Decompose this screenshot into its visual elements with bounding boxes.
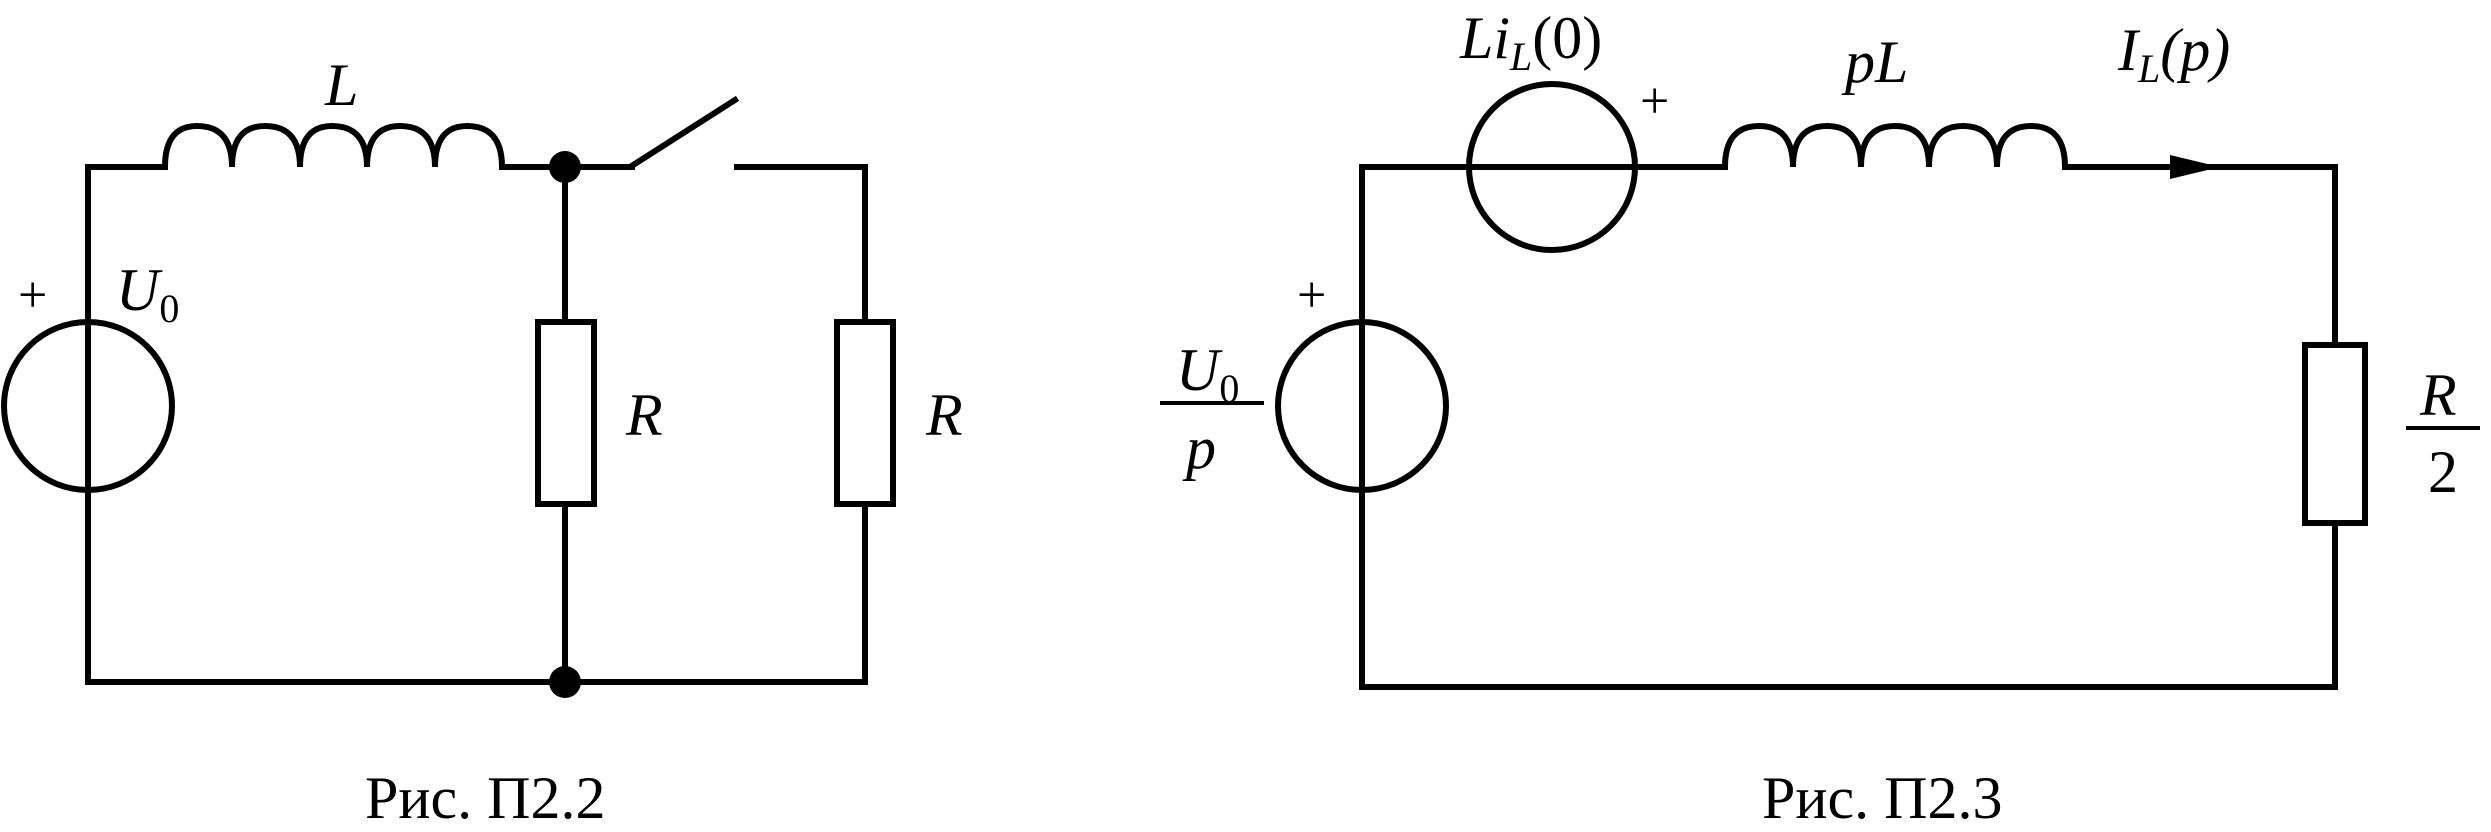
inductor-pL [1721, 122, 2069, 171]
source-label-sub: 0 [159, 286, 179, 331]
initial-source-label-tail: (0) [1532, 5, 1602, 71]
current-label: IL(p) [2117, 17, 2230, 91]
source-label: U0 [116, 257, 179, 331]
junction-top [549, 151, 581, 183]
initial-source-label-sub: L [1509, 34, 1532, 79]
voltage-source [1275, 319, 1449, 493]
caption-p2-2: Рис. П2.2 [365, 765, 605, 831]
figure-p2-2: + U0 L R R Рис. П2.2 [1, 52, 963, 831]
inductor-L [161, 122, 506, 171]
current-label-tail: (p) [2160, 17, 2230, 83]
voltage-source-numerator: U0 [1176, 337, 1239, 411]
junction-bottom [549, 666, 581, 698]
voltage-source [1, 319, 175, 493]
resistor-R1 [535, 319, 597, 507]
voltage-source-plus-sign: + [1297, 267, 1326, 324]
switch-blade [562, 95, 740, 170]
voltage-source-numerator-sub: 0 [1219, 366, 1239, 411]
current-arrow [2170, 155, 2220, 179]
top-wire-right [2062, 164, 2338, 348]
caption-p2-3: Рис. П2.3 [1762, 765, 2002, 831]
current-label-sub: L [2137, 46, 2160, 91]
resistor-label-denominator: 2 [2428, 439, 2458, 505]
resistor-R-half [2302, 342, 2368, 526]
voltage-source-denominator: p [1182, 415, 1216, 481]
resistor-label-numerator: R [2419, 362, 2457, 428]
initial-condition-source [1466, 81, 1638, 253]
initial-source-label: LiL(0) [1459, 5, 1602, 79]
resistor1-label: R [625, 382, 663, 448]
figure-p2-3: + U0 p LiL(0) + pL IL(p) R 2 Рис. П2.3 [1160, 5, 2480, 831]
inductor-label: L [324, 52, 358, 118]
resistor-R2 [834, 319, 896, 507]
resistor2-label: R [925, 382, 963, 448]
source-plus-sign: + [18, 267, 47, 324]
switch-contact-wire [734, 164, 868, 325]
initial-source-plus-sign: + [1640, 73, 1669, 130]
inductor-label: pL [1841, 29, 1908, 95]
